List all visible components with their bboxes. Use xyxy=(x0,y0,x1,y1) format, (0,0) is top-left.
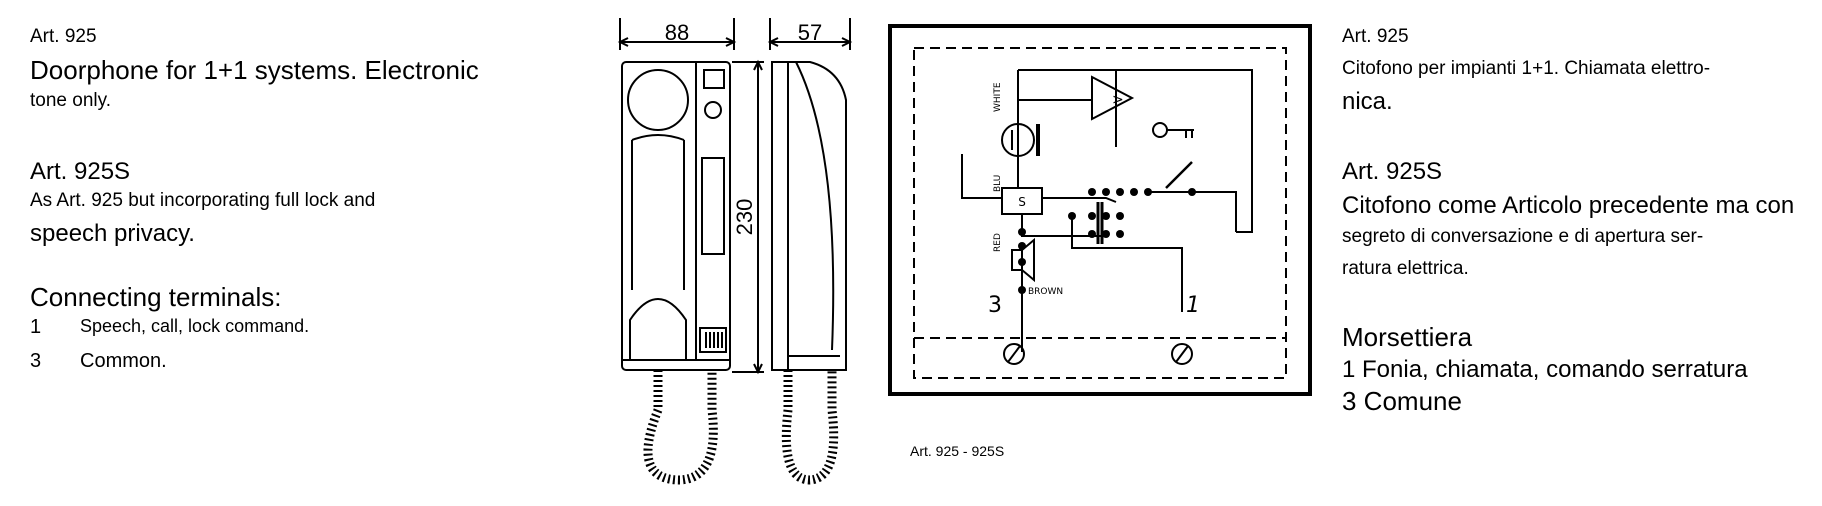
terminals-heading-it: Morsettiera xyxy=(1342,322,1473,352)
art925s-description-line2: speech privacy. xyxy=(30,220,195,247)
schematic-frame xyxy=(888,24,1312,396)
art925-description-line1: Doorphone for 1+1 systems. Electronic xyxy=(30,55,479,85)
terminal-row: 3 Common. xyxy=(30,350,167,373)
art925-description-line2: tone only. xyxy=(30,90,111,111)
wire-label-white: WHITE xyxy=(993,82,1003,112)
art925-heading: Art. 925 xyxy=(30,26,97,47)
width-label: 88 xyxy=(665,20,689,45)
terminal-3-it: 3 Comune xyxy=(1342,386,1462,416)
terminal-number: 3 xyxy=(30,350,42,372)
wire-label-blu: BLU xyxy=(993,175,1003,192)
key-icon xyxy=(1152,122,1194,138)
amplifier-symbol xyxy=(1091,75,1135,121)
art925s-description-it-line2: segreto di conversazione e di apertura s… xyxy=(1342,226,1704,247)
microphone-symbol xyxy=(1001,123,1035,157)
terminal-screw-3 xyxy=(1003,343,1025,365)
art925-description-it-line2: nica. xyxy=(1342,88,1393,115)
relay-contacts xyxy=(1018,188,1152,294)
wiring-schematic: > WHITE BLU S RED BROWN 3 1 xyxy=(888,24,1312,396)
terminal-screw-1 xyxy=(1171,343,1193,365)
height-dimension: 230 xyxy=(732,59,764,375)
side-view xyxy=(771,61,847,485)
wire-label-red: RED xyxy=(993,233,1003,252)
art925s-description-it-line1: Citofono come Articolo precedente ma con xyxy=(1342,192,1795,219)
art925s-heading-it: Art. 925S xyxy=(1342,158,1443,185)
svg-text:>: > xyxy=(1112,92,1124,108)
height-label: 230 xyxy=(732,199,757,236)
art925s-heading: Art. 925S xyxy=(30,158,131,185)
schematic-inner-border xyxy=(913,47,1287,379)
wire-label-brown: BROWN xyxy=(1028,287,1063,297)
terminals-heading: Connecting terminals: xyxy=(30,282,282,312)
terminal-3-label: 3 xyxy=(988,293,1002,318)
art925s-description-it-line3: ratura elettrica. xyxy=(1342,258,1469,279)
art925-description-it-line1: Citofono per impianti 1+1. Chiamata elet… xyxy=(1342,58,1711,79)
terminal-row: 1 Speech, call, lock command. xyxy=(30,316,309,339)
terminal-description: Speech, call, lock command. xyxy=(80,316,310,336)
doorphone-drawing: 88 57 230 xyxy=(617,18,853,485)
width-dimension: 88 xyxy=(617,18,737,50)
depth-label: 57 xyxy=(798,20,822,45)
speaker-symbol xyxy=(1011,249,1023,271)
front-view xyxy=(621,61,731,485)
art925-heading-it: Art. 925 xyxy=(1342,26,1409,47)
schematic-caption: Art. 925 - 925S xyxy=(910,443,1005,459)
art925s-description-line1: As Art. 925 but incorporating full lock … xyxy=(30,190,376,211)
depth-dimension: 57 xyxy=(767,18,853,50)
terminal-number: 1 xyxy=(30,316,42,338)
switch-s-label: S xyxy=(1018,195,1026,209)
terminal-description: Common. xyxy=(80,350,167,372)
terminal-1-label: 1 xyxy=(1186,293,1200,318)
terminal-1-it: 1 Fonia, chiamata, comando serratura xyxy=(1342,356,1748,383)
